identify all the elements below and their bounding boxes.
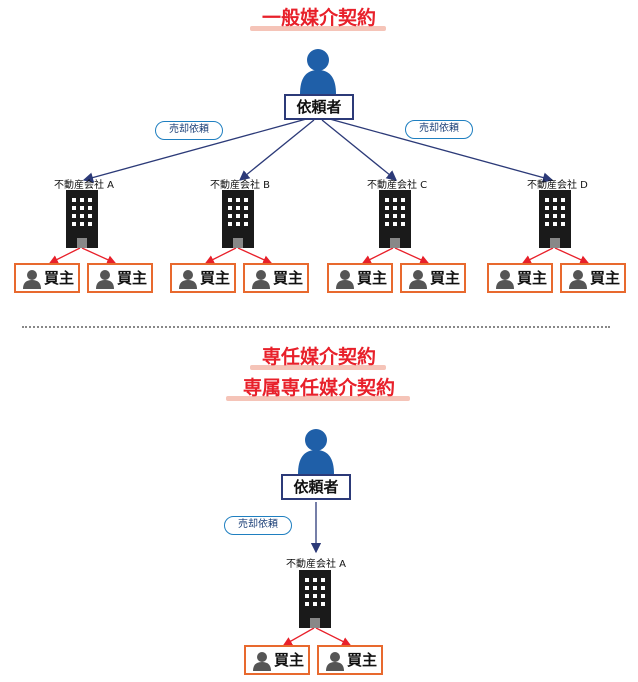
buyer-label: 買主 — [430, 269, 461, 287]
person-icon — [96, 270, 114, 289]
person-icon — [253, 652, 271, 671]
buyer-box: 買主 — [87, 263, 153, 293]
request-pill-right: 売却依頼 — [405, 120, 473, 139]
person-icon — [569, 270, 587, 289]
buyer-label: 買主 — [517, 269, 548, 287]
person-icon — [496, 270, 514, 289]
request-pill: 売却依頼 — [224, 516, 292, 535]
section-title-general: 一般媒介契約 — [261, 7, 376, 29]
buyer-label: 買主 — [274, 651, 305, 669]
company-label-d: 不動産会社 D — [527, 180, 588, 191]
company-label-b: 不動産会社 B — [210, 180, 271, 191]
buyer-label: 買主 — [590, 269, 621, 287]
company-label-a: 不動産会社 A — [286, 559, 347, 570]
building-icon — [539, 190, 571, 248]
person-icon — [326, 652, 344, 671]
request-pill-left: 売却依頼 — [155, 121, 223, 140]
buyer-label: 買主 — [200, 269, 231, 287]
building-icon — [379, 190, 411, 248]
person-icon — [23, 270, 41, 289]
requester-box: 依頼者 — [281, 474, 351, 500]
buyer-label: 買主 — [117, 269, 148, 287]
company-label-c: 不動産会社 C — [367, 180, 428, 191]
request-arrow-a — [82, 117, 311, 183]
company-label-a: 不動産会社 A — [54, 180, 115, 191]
buyer-box: 買主 — [560, 263, 626, 293]
buyer-box: 買主 — [244, 645, 310, 675]
person-icon — [298, 429, 334, 474]
person-icon — [409, 270, 427, 289]
person-icon — [336, 270, 354, 289]
section-divider — [22, 326, 610, 328]
person-icon — [179, 270, 197, 289]
buyer-box: 買主 — [14, 263, 80, 293]
buyer-box: 買主 — [327, 263, 393, 293]
section-title-exclusive: 専任媒介契約 — [261, 346, 376, 368]
title-underline — [250, 26, 386, 31]
building-icon — [299, 570, 331, 628]
building-icon — [66, 190, 98, 248]
buyer-box: 買主 — [487, 263, 553, 293]
buyer-box: 買主 — [317, 645, 383, 675]
person-icon — [300, 49, 336, 94]
person-icon — [252, 270, 270, 289]
building-icon — [222, 190, 254, 248]
buyer-label: 買主 — [347, 651, 378, 669]
buyer-label: 買主 — [44, 269, 75, 287]
request-arrow-b — [238, 119, 315, 181]
request-arrow-d — [325, 117, 554, 183]
buyer-label: 買主 — [273, 269, 304, 287]
title-underline — [250, 365, 386, 370]
title-underline — [226, 396, 410, 401]
buyer-label: 買主 — [357, 269, 388, 287]
buyer-box: 買主 — [243, 263, 309, 293]
buyer-box: 買主 — [400, 263, 466, 293]
buyer-box: 買主 — [170, 263, 236, 293]
section-title-exclusive-dedicated: 専属専任媒介契約 — [242, 377, 395, 399]
requester-box: 依頼者 — [284, 94, 354, 120]
request-arrow-c — [321, 119, 398, 181]
